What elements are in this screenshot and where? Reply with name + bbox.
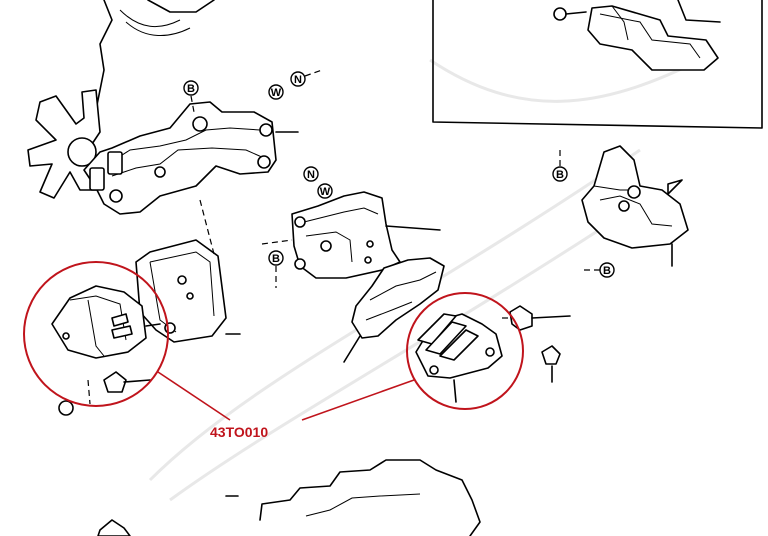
part-number-label: 43TO010 — [210, 424, 269, 440]
marker-n-2: N — [303, 166, 319, 182]
callout-leader-right — [301, 379, 415, 421]
svg-text:N: N — [294, 74, 302, 86]
inset-box — [432, 0, 763, 129]
callout-circle-left — [23, 261, 169, 407]
watermark — [148, 58, 701, 502]
engine-block-top — [95, 0, 215, 111]
reference-markers: B W N N W B B B — [183, 69, 615, 288]
bolt-icon — [103, 371, 127, 393]
center-bracket — [261, 191, 441, 279]
marker-b-4: B — [599, 262, 615, 278]
nut-icon — [58, 400, 74, 416]
right-mount — [415, 313, 503, 403]
svg-text:B: B — [187, 83, 195, 95]
svg-text:W: W — [320, 186, 331, 198]
svg-text:W: W — [271, 87, 282, 99]
svg-text:B: B — [603, 265, 611, 277]
callout-highlights — [23, 261, 524, 421]
engine-block-bottom — [97, 459, 481, 536]
left-mount — [135, 199, 241, 343]
lower-bracket — [343, 257, 445, 363]
front-bracket — [83, 101, 299, 215]
svg-text:B: B — [556, 169, 564, 181]
marker-b-1: B — [183, 80, 199, 96]
svg-text:B: B — [272, 253, 280, 265]
callout-circle-right — [406, 292, 524, 410]
svg-text:N: N — [307, 169, 315, 181]
far-right-mount — [581, 145, 689, 267]
marker-w-1: W — [268, 84, 284, 100]
marker-b-3: B — [552, 166, 568, 182]
marker-w-2: W — [317, 183, 333, 199]
fan-icon — [27, 89, 101, 199]
circled-left-mount — [51, 285, 161, 359]
marker-b-2: B — [268, 250, 284, 266]
marker-n-1: N — [290, 71, 306, 87]
callout-leader-left — [157, 371, 231, 421]
